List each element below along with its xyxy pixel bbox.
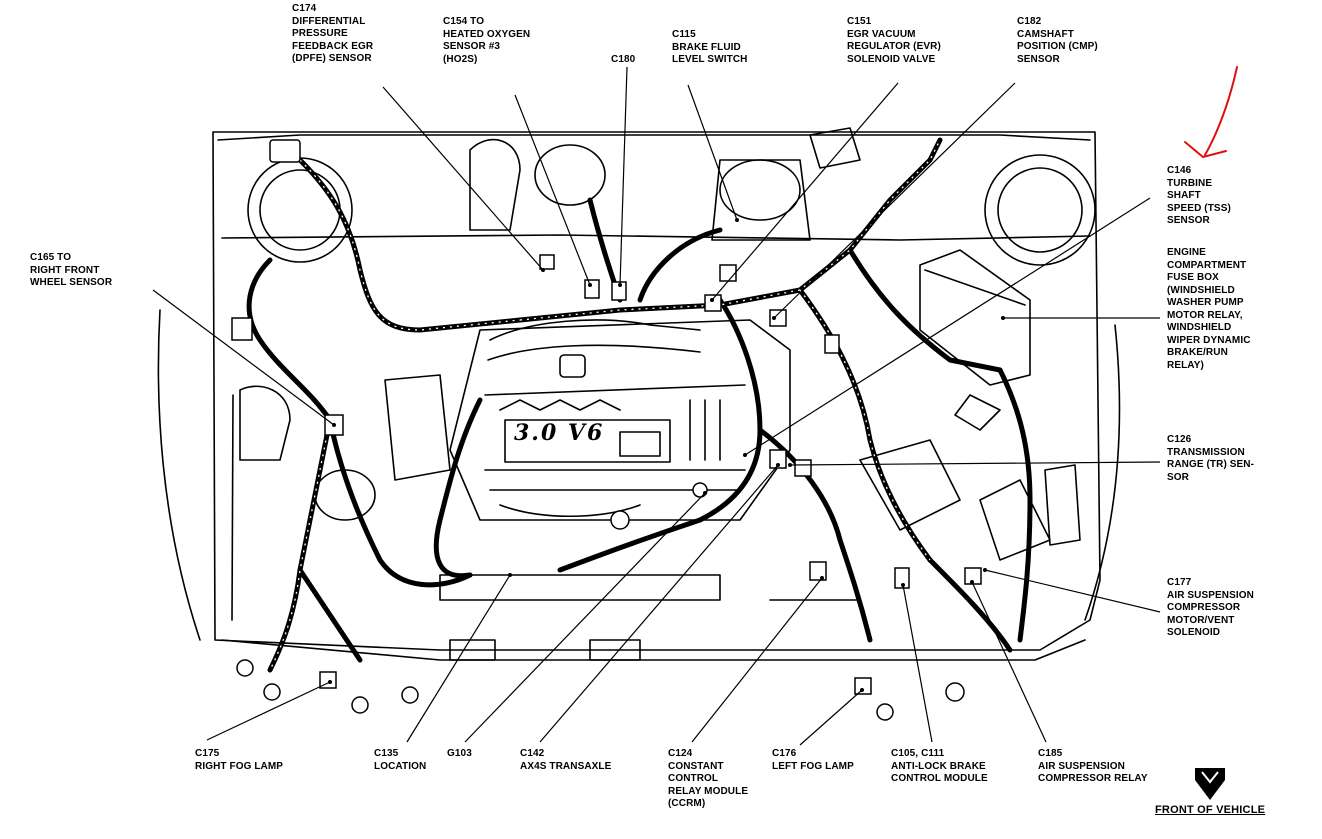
callout-c165: C165 TO RIGHT FRONT WHEEL SENSOR: [30, 252, 113, 288]
leader-c175: [206, 681, 331, 741]
harness-wrap-texture: [269, 139, 941, 671]
callout-g103: G103: [447, 748, 472, 759]
front-of-vehicle-arrow-icon: [1195, 768, 1225, 800]
callout-c126: C126 TRANSMISSION RANGE (TR) SEN- SOR: [1167, 434, 1255, 483]
red-annotation-arrow: [1184, 66, 1238, 159]
leader-c142: [539, 464, 779, 743]
leader-arrowheads: [328, 218, 1005, 692]
leader-c177: [984, 569, 1161, 613]
callout-c174: C174 DIFFERENTIAL PRESSURE FEEDBACK EGR …: [292, 3, 374, 64]
wiring-harness: [246, 137, 1033, 673]
compartment-outline: [157, 131, 1121, 661]
callout-c185: C185 AIR SUSPENSION COMPRESSOR RELAY: [1038, 748, 1148, 784]
engine-badge: 3.0 V6: [514, 420, 605, 446]
radiator-support: [439, 574, 861, 661]
leader-c176: [799, 689, 863, 746]
leader-c182: [773, 82, 1016, 319]
leader-c151: [711, 82, 899, 301]
leader-c146: [744, 197, 1151, 456]
leader-lines: [152, 66, 1161, 746]
leader-c185: [971, 581, 1047, 743]
callout-c176: C176 LEFT FOG LAMP: [772, 748, 854, 772]
leader-c135: [406, 574, 511, 743]
leader-g103: [464, 492, 706, 743]
strut-tower-left: [984, 154, 1096, 266]
callout-c154: C154 TO HEATED OXYGEN SENSOR #3 (HO2S): [443, 16, 531, 65]
leader-c115: [687, 84, 738, 221]
callout-c105-c111: C105, C111 ANTI-LOCK BRAKE CONTROL MODUL…: [891, 748, 988, 784]
callout-c177: C177 AIR SUSPENSION COMPRESSOR MOTOR/VEN…: [1167, 577, 1254, 638]
leader-c105: [902, 584, 933, 743]
leader-c126: [789, 461, 1161, 466]
abs-module: [859, 439, 1081, 561]
leader-c154: [514, 94, 591, 286]
callout-c151: C151 EGR VACUUM REGULATOR (EVR) SOLENOID…: [847, 16, 941, 65]
callout-c175: C175 RIGHT FOG LAMP: [195, 748, 284, 772]
callout-c180: C180: [611, 54, 636, 65]
callout-c124: C124 CONSTANT CONTROL RELAY MODULE (CCRM…: [668, 748, 749, 809]
leader-c174: [382, 86, 544, 271]
leader-c180: [619, 66, 628, 286]
engine-block: [449, 319, 791, 521]
callout-c142: C142 AX4S TRANSAXLE: [520, 748, 612, 772]
front-of-vehicle-label: FRONT OF VEHICLE: [1155, 804, 1266, 816]
callout-c182: C182 CAMSHAFT POSITION (CMP) SENSOR: [1017, 16, 1098, 65]
callout-fuse-box: ENGINE COMPARTMENT FUSE BOX (WINDSHIELD …: [1167, 247, 1251, 371]
brake-master-cylinder: [711, 127, 861, 241]
callout-c135: C135 LOCATION: [374, 748, 427, 772]
leader-c124: [691, 577, 823, 743]
callout-c146: C146 TURBINE SHAFT SPEED (TSS) SENSOR: [1167, 165, 1231, 226]
leader-c165: [152, 289, 335, 426]
air-cleaner-housing: [239, 374, 451, 521]
firewall-item-left: [469, 138, 606, 231]
callout-c115: C115 BRAKE FLUID LEVEL SWITCH: [672, 29, 748, 65]
engine-compartment-fuse-box: [919, 249, 1031, 431]
